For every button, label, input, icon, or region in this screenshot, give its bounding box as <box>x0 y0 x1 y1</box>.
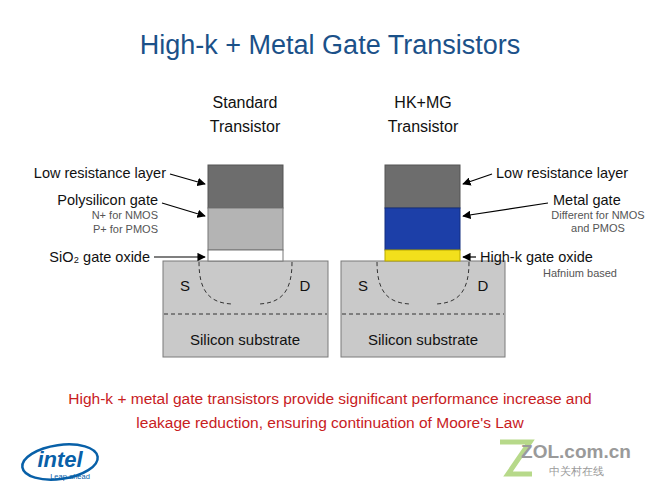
leader-arrow <box>463 256 476 257</box>
well-boundary <box>342 314 504 315</box>
high-k-oxide <box>385 250 460 261</box>
terminal-label: D <box>300 277 311 294</box>
leader-arrow <box>463 174 492 184</box>
metal-gate <box>385 208 460 250</box>
layer-label: High-k gate oxide <box>480 249 593 266</box>
leader-arrow <box>162 203 205 216</box>
layer-label: Low resistance layer <box>496 165 628 182</box>
source-junction <box>377 262 410 304</box>
title: High-k + Metal Gate Transistors <box>0 30 660 61</box>
substrate-region: S D Silicon substrate <box>341 261 505 357</box>
substrate-label: Silicon substrate <box>368 331 478 348</box>
layer-note: N+ for NMOS <box>92 209 158 222</box>
drain-junction <box>436 262 469 304</box>
terminal-label: S <box>180 277 190 294</box>
substrate-region: S D Silicon substrate <box>163 261 328 357</box>
layer-label: SiO₂ gate oxide <box>49 249 150 266</box>
layer-note: P+ for PMOS <box>93 223 158 236</box>
layer-label: Metal gate <box>553 192 621 209</box>
transistor-heading: HK+MG Transistor <box>373 91 473 139</box>
layer-label: Low resistance layer <box>34 165 166 182</box>
logo-slogan: Leap ahead <box>50 473 90 482</box>
watermark: 中关村在线 <box>549 465 604 478</box>
layer-label: Polysilicon gate <box>57 192 158 209</box>
watermark: ZOL.com.cn <box>521 441 631 463</box>
source-junction <box>199 262 232 304</box>
terminal-label: D <box>478 277 489 294</box>
substrate-label: Silicon substrate <box>190 331 300 348</box>
terminal-label: S <box>358 277 368 294</box>
leader-arrow <box>463 203 548 216</box>
layer-note: Hafnium based <box>543 267 617 280</box>
leader-arrows <box>154 174 548 257</box>
caption: High-k + metal gate transistors provide … <box>40 387 620 435</box>
layer-note: Different for NMOS and PMOS <box>548 209 648 234</box>
silicon-substrate <box>341 261 505 357</box>
standard-transistor <box>163 165 328 357</box>
silicon-substrate <box>163 261 328 357</box>
low-resistance-layer <box>208 165 283 208</box>
intel-logo-swoosh <box>20 440 100 484</box>
transistor-heading: Standard Transistor <box>195 91 295 139</box>
well-boundary <box>164 314 327 315</box>
leader-arrow <box>154 256 205 257</box>
drain-junction <box>259 262 292 304</box>
sio2-oxide <box>208 250 283 261</box>
polysilicon-gate <box>208 208 283 250</box>
leader-arrow <box>170 174 205 184</box>
logo-text: intel <box>37 447 82 472</box>
low-resistance-layer <box>385 165 460 208</box>
